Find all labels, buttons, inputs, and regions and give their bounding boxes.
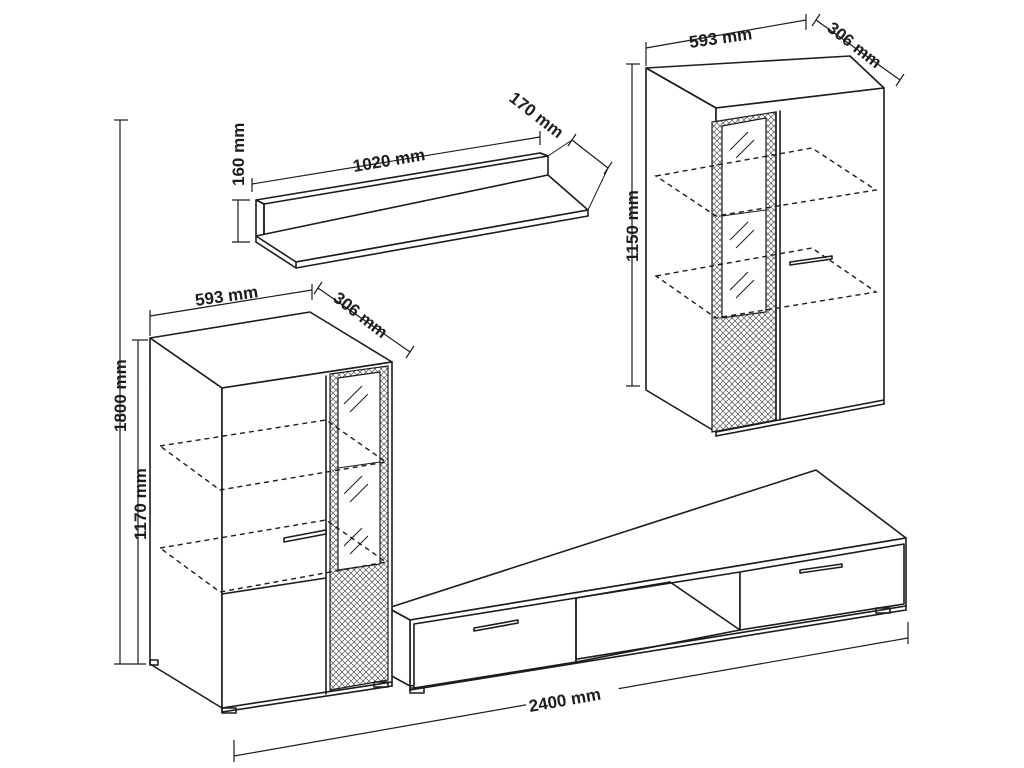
upper-cabinet-dimension-lines [626, 13, 905, 387]
upper-cabinet-width-label: 593 mm [688, 24, 753, 52]
shelf-height-label: 160 mm [229, 123, 248, 186]
upper-cabinet-height-label: 1150 mm [623, 190, 642, 262]
tv-stand [387, 469, 907, 694]
tall-glass-cabinet [149, 311, 393, 714]
tall-cabinet-width-label: 593 mm [194, 282, 259, 310]
tall-cabinet-dimension-lines [114, 119, 415, 665]
tall-cabinet-body-height-label: 1170 mm [131, 468, 150, 540]
wall-shelf [255, 152, 589, 269]
tall-cabinet-total-height-label: 1800 mm [111, 359, 130, 432]
shelf-depth-label: 170 mm [506, 88, 568, 142]
shelf-width-label: 1020 mm [352, 145, 427, 176]
upper-glass-cabinet [645, 55, 885, 437]
shelf-dimension-lines [232, 131, 613, 243]
